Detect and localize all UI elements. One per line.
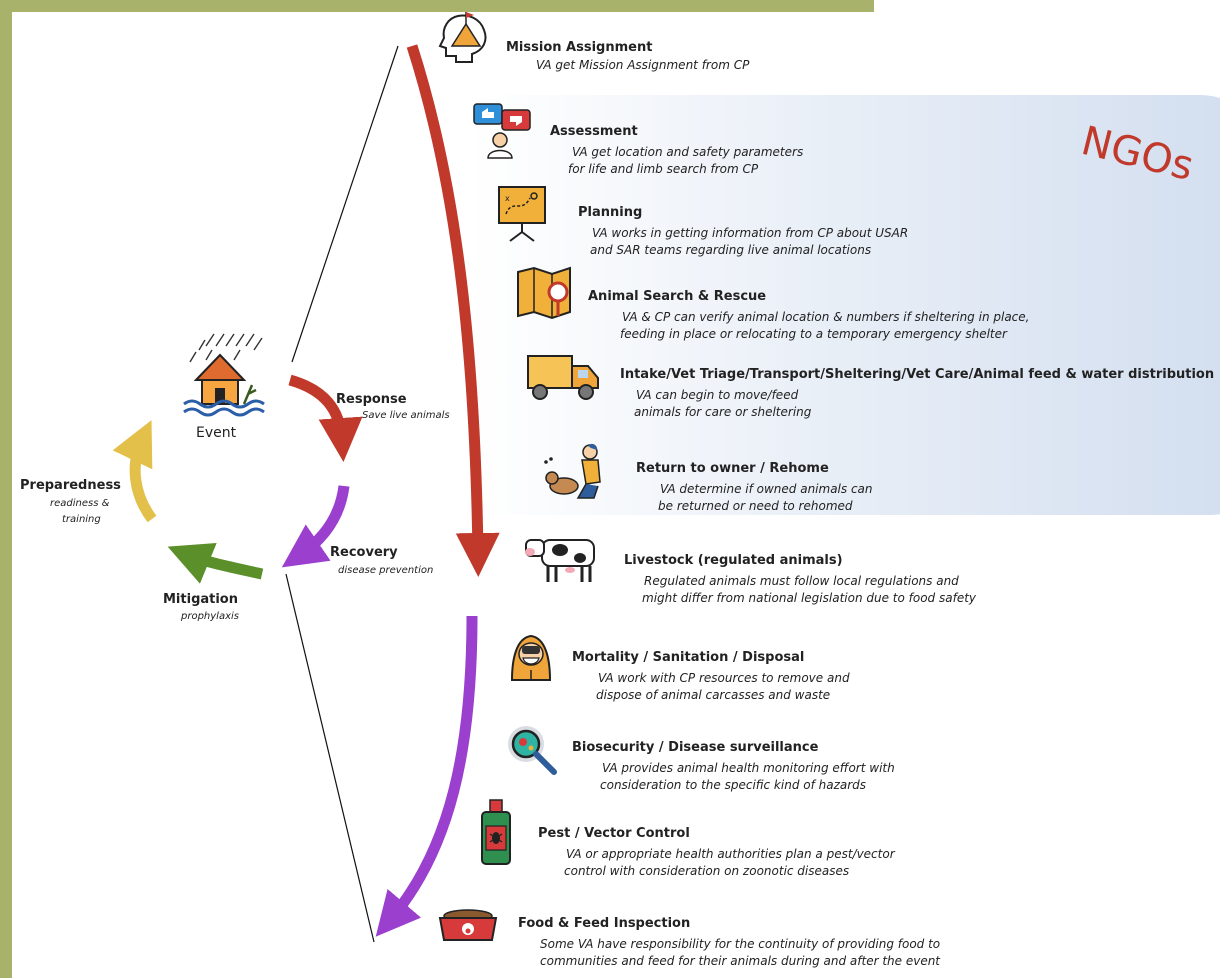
map-search-icon [517,266,571,320]
step-desc-line: communities and feed for their animals d… [540,954,941,968]
step-food-feed-inspection: Food & Feed Inspection Some VA have resp… [518,916,940,971]
step-title: Return to owner / Rehome [636,461,829,476]
event-label: Event [196,425,237,441]
step-desc-line: VA or appropriate health authorities pla… [566,847,895,861]
step-pest-vector-control: Pest / Vector Control VA or appropriate … [538,826,895,881]
preparedness-sublabel-line2: training [62,514,101,525]
planning-board-icon: x [498,186,546,242]
step-desc-line: might differ from national legislation d… [642,591,977,605]
spray-bottle-icon [481,799,511,865]
mind-mountain-icon [438,12,487,63]
step-title: Mission Assignment [506,40,653,55]
step-desc-line: VA work with CP resources to remove and [598,671,850,685]
cycle-arrow-mitigation [167,543,264,584]
step-desc-line: VA get Mission Assignment from CP [536,58,750,72]
bracket-line-bottom [285,573,375,943]
preparedness-label: Preparedness [20,478,121,493]
step-desc-line: control with consideration on zoonotic d… [564,864,850,878]
step-title: Planning [578,205,643,220]
magnifier-virus-icon [508,726,557,775]
step-desc-line: animals for care or sheltering [634,405,812,419]
step-title: Livestock (regulated animals) [624,553,843,568]
step-desc-line: consideration to the specific kind of ha… [600,778,867,792]
step-title: Pest / Vector Control [538,826,690,841]
step-assessment: Assessment VA get location and safety pa… [550,124,803,179]
step-desc-line: for life and limb search from CP [568,162,759,176]
step-intake-triage-transport: Intake/Vet Triage/Transport/Sheltering/V… [620,367,1214,422]
step-title: Food & Feed Inspection [518,916,691,931]
recovery-label: Recovery [330,545,398,560]
cycle-arrow-preparedness [112,420,157,523]
recovery-phase-arrow [375,615,478,937]
cycle-arrow-response [288,374,363,462]
step-desc-line: and SAR teams regarding live animal loca… [590,243,872,257]
step-title: Assessment [550,124,638,139]
cycle-arrow-recovery [281,485,350,568]
step-title: Mortality / Sanitation / Disposal [572,650,805,665]
bracket-line-top [291,45,399,363]
step-livestock: Livestock (regulated animals) Regulated … [624,553,976,608]
cow-icon [525,539,595,582]
step-desc-line: Regulated animals must follow local regu… [644,574,959,588]
step-planning: Planning VA works in getting information… [578,205,908,260]
assessment-person-icon [473,103,531,159]
frame-border-top [0,0,874,12]
person-with-dog-icon [544,443,601,499]
step-animal-search-rescue: Animal Search & Rescue VA & CP can verif… [588,289,1029,344]
step-biosecurity: Biosecurity / Disease surveillance VA pr… [572,740,895,795]
step-desc-line: VA get location and safety parameters [572,145,804,159]
response-sublabel: Save live animals [362,410,450,421]
step-desc-line: be returned or need to rehomed [658,499,853,513]
step-return-to-owner: Return to owner / Rehome VA determine if… [636,461,873,516]
step-mission-assignment: Mission Assignment VA get Mission Assign… [506,40,749,75]
response-label: Response [336,392,407,407]
recovery-sublabel: disease prevention [338,565,434,576]
step-desc-line: VA can begin to move/feed [636,388,799,402]
step-title: Animal Search & Rescue [588,289,767,304]
mitigation-sublabel: prophylaxis [181,611,239,622]
step-desc-line: VA works in getting information from CP … [592,226,909,240]
step-title: Intake/Vet Triage/Transport/Sheltering/V… [620,367,1215,382]
truck-icon [527,355,599,400]
preparedness-sublabel-line1: readiness & [50,498,110,509]
step-desc-line: VA provides animal health monitoring eff… [602,761,895,775]
step-desc-line: VA & CP can verify animal location & num… [622,310,1030,324]
flooded-house-icon [183,333,265,417]
frame-border-left [0,0,12,978]
step-title: Biosecurity / Disease surveillance [572,740,819,755]
mitigation-label: Mitigation [163,592,238,607]
step-desc-line: VA determine if owned animals can [660,482,873,496]
step-desc-line: feeding in place or relocating to a temp… [620,327,1007,341]
svg-text:x: x [505,194,510,203]
hazmat-worker-icon [510,634,552,681]
pet-food-bowl-icon [438,909,498,941]
step-desc-line: Some VA have responsibility for the cont… [540,937,941,951]
step-mortality-sanitation: Mortality / Sanitation / Disposal VA wor… [572,650,850,705]
response-phase-arrow [406,44,500,577]
step-desc-line: dispose of animal carcasses and waste [596,688,831,702]
